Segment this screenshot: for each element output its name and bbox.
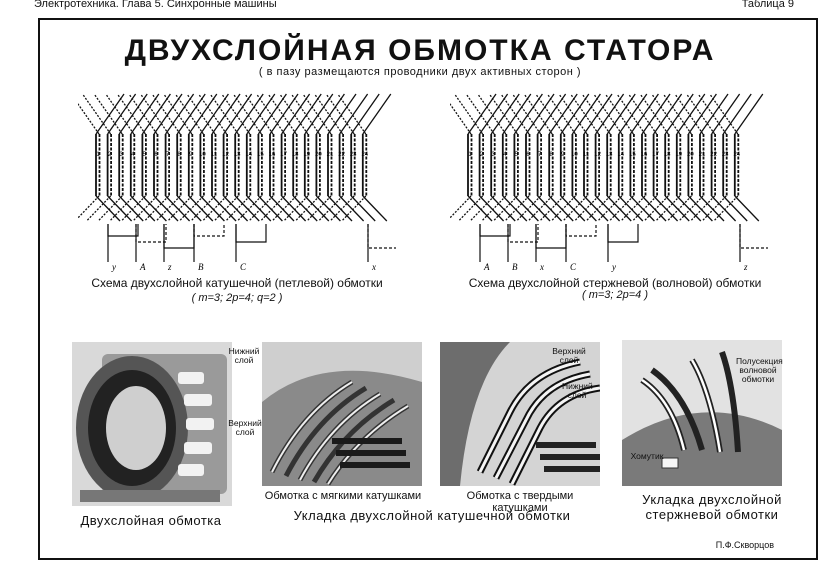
page-subtitle: ( в пазу размещаются проводники двух акт… <box>258 66 582 78</box>
wave-slot-number: 17 <box>652 152 659 158</box>
wave-terminal-label: C <box>570 262 577 272</box>
wave-terminal-label: z <box>743 262 748 272</box>
wave-slot-number: 21 <box>699 152 706 158</box>
wave-slot-number: 22 <box>710 152 717 158</box>
loop-slot-number: 5 <box>143 152 147 158</box>
wave-terminal-label: x <box>539 262 544 272</box>
loop-slot-number: 14 <box>245 152 252 158</box>
wave-slot-number: 8 <box>550 152 554 158</box>
loop-slot-number: 21 <box>327 152 334 158</box>
loop-slot-number: 11 <box>211 152 218 158</box>
wave-slot-number: 1 <box>468 152 472 158</box>
wave-slot-number: 18 <box>664 152 671 158</box>
loop-slot-number: 3 <box>120 152 124 158</box>
stator-photo-caption: Двухслойная обмотка <box>80 513 222 528</box>
wave-slot-number: 6 <box>526 152 530 158</box>
wave-slot-number: 24 <box>733 152 740 158</box>
loop-winding-params: ( m=3; 2p=4; q=2 ) <box>191 292 283 304</box>
loop-terminal-label: A <box>139 262 146 272</box>
loop-slot-number: 4 <box>131 152 135 158</box>
loop-slot-number: 19 <box>303 152 310 158</box>
wave-slot-number: 2 <box>480 152 484 158</box>
wave-slot-number: 10 <box>571 152 578 158</box>
header-left: Электротехника. Глава 5. Синхронные маши… <box>34 0 277 10</box>
loop-terminal-label: x <box>371 262 376 272</box>
wave-slot-number: 15 <box>629 152 636 158</box>
bar-winding-photo <box>622 340 782 486</box>
loop-slot-number: 12 <box>222 152 229 158</box>
coil-winding-caption: Укладка двухслойной катушечной обмотки <box>293 508 571 523</box>
upper-layer-label: Верхний слой <box>228 418 262 437</box>
loop-winding-caption: Схема двухслойной катушечной (петлевой) … <box>91 276 383 290</box>
soft-coils-photo <box>262 342 422 486</box>
wave-slot-number: 14 <box>617 152 624 158</box>
wave-slot-number: 7 <box>538 152 542 158</box>
wave-terminal-label: A <box>483 262 490 272</box>
loop-slot-number: 22 <box>338 152 345 158</box>
hard-coils-caption: Обмотка с твердыми катушками <box>466 490 574 514</box>
loop-slot-number: 18 <box>292 152 299 158</box>
loop-slot-number: 9 <box>189 152 193 158</box>
wave-slot-number: 4 <box>503 152 507 158</box>
wave-slot-number: 9 <box>561 152 565 158</box>
loop-terminal-label: B <box>198 262 204 272</box>
wave-slot-number: 12 <box>594 152 601 158</box>
wave-slot-number: 20 <box>687 152 694 158</box>
upper-layer-label-2: Верхний слой <box>552 346 586 365</box>
wave-slot-number: 13 <box>606 152 613 158</box>
loop-slot-number: 2 <box>108 152 112 158</box>
loop-terminal-label: z <box>167 262 172 272</box>
wave-terminal-label: B <box>512 262 518 272</box>
wave-winding-caption: Схема двухслойной стержневой (волновой) … <box>468 276 762 290</box>
loop-slot-number: 15 <box>257 152 264 158</box>
hard-coils-photo <box>440 342 600 486</box>
wave-slot-number: 16 <box>641 152 648 158</box>
wave-slot-number: 5 <box>515 152 519 158</box>
author-signature: П.Ф.Скворцов <box>715 540 774 550</box>
wave-slot-number: 19 <box>675 152 682 158</box>
stator-photo <box>72 342 232 506</box>
page-title: ДВУХСЛОЙНАЯ ОБМОТКА СТАТОРА <box>124 34 716 67</box>
poster-frame <box>38 18 818 560</box>
loop-slot-number: 23 <box>350 152 357 158</box>
loop-slot-number: 7 <box>166 152 170 158</box>
loop-terminal-label: y <box>111 262 116 272</box>
loop-slot-number: 24 <box>361 152 368 158</box>
wave-slot-number: 11 <box>583 152 590 158</box>
loop-slot-number: 10 <box>199 152 206 158</box>
wave-slot-number: 23 <box>722 152 729 158</box>
lower-layer-label-2: Нижний слой <box>562 381 593 400</box>
loop-terminal-label: C <box>240 262 247 272</box>
loop-slot-number: 6 <box>154 152 158 158</box>
wave-terminal-label: y <box>611 262 616 272</box>
header-right: Таблица 9 <box>741 0 794 10</box>
loop-slot-number: 13 <box>234 152 241 158</box>
loop-slot-number: 17 <box>280 152 287 158</box>
wave-slot-number: 3 <box>492 152 496 158</box>
loop-slot-number: 8 <box>178 152 182 158</box>
soft-coils-caption: Обмотка с мягкими катушками <box>264 490 422 502</box>
loop-slot-number: 1 <box>96 152 100 158</box>
clamp-label: Хомутик <box>630 451 664 461</box>
half-section-label: Полусекция волновой обмотки <box>736 356 783 384</box>
wave-winding-params: ( m=3; 2p=4 ) <box>581 289 649 301</box>
loop-slot-number: 20 <box>315 152 322 158</box>
lower-layer-label: Нижний слой <box>228 346 260 365</box>
loop-slot-number: 16 <box>269 152 276 158</box>
bar-winding-caption: Укладка двухслойной стержневой обмотки <box>642 492 782 522</box>
